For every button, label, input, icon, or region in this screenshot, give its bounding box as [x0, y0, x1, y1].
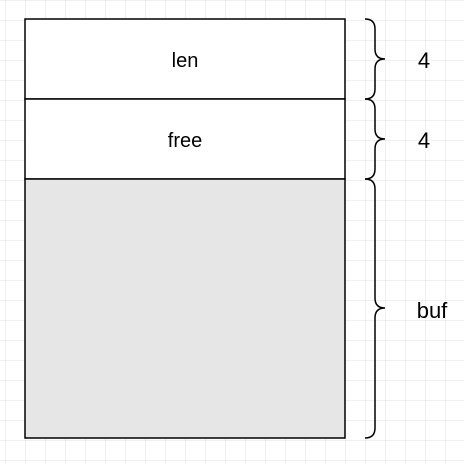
field-buf-box	[24, 178, 346, 439]
brace-free	[364, 98, 386, 180]
field-free: free	[24, 98, 346, 180]
size-label-free: 4	[418, 128, 430, 153]
field-buf	[24, 178, 346, 439]
size-label-len: 4	[418, 48, 430, 73]
field-free-label: free	[168, 130, 202, 152]
brace-len	[364, 18, 386, 100]
field-len-label: len	[172, 50, 199, 72]
brace-buf	[364, 178, 386, 439]
field-len: len	[24, 18, 346, 100]
field-len-box	[24, 18, 346, 100]
size-label-buf: buf	[417, 298, 448, 323]
field-free-box	[24, 98, 346, 180]
